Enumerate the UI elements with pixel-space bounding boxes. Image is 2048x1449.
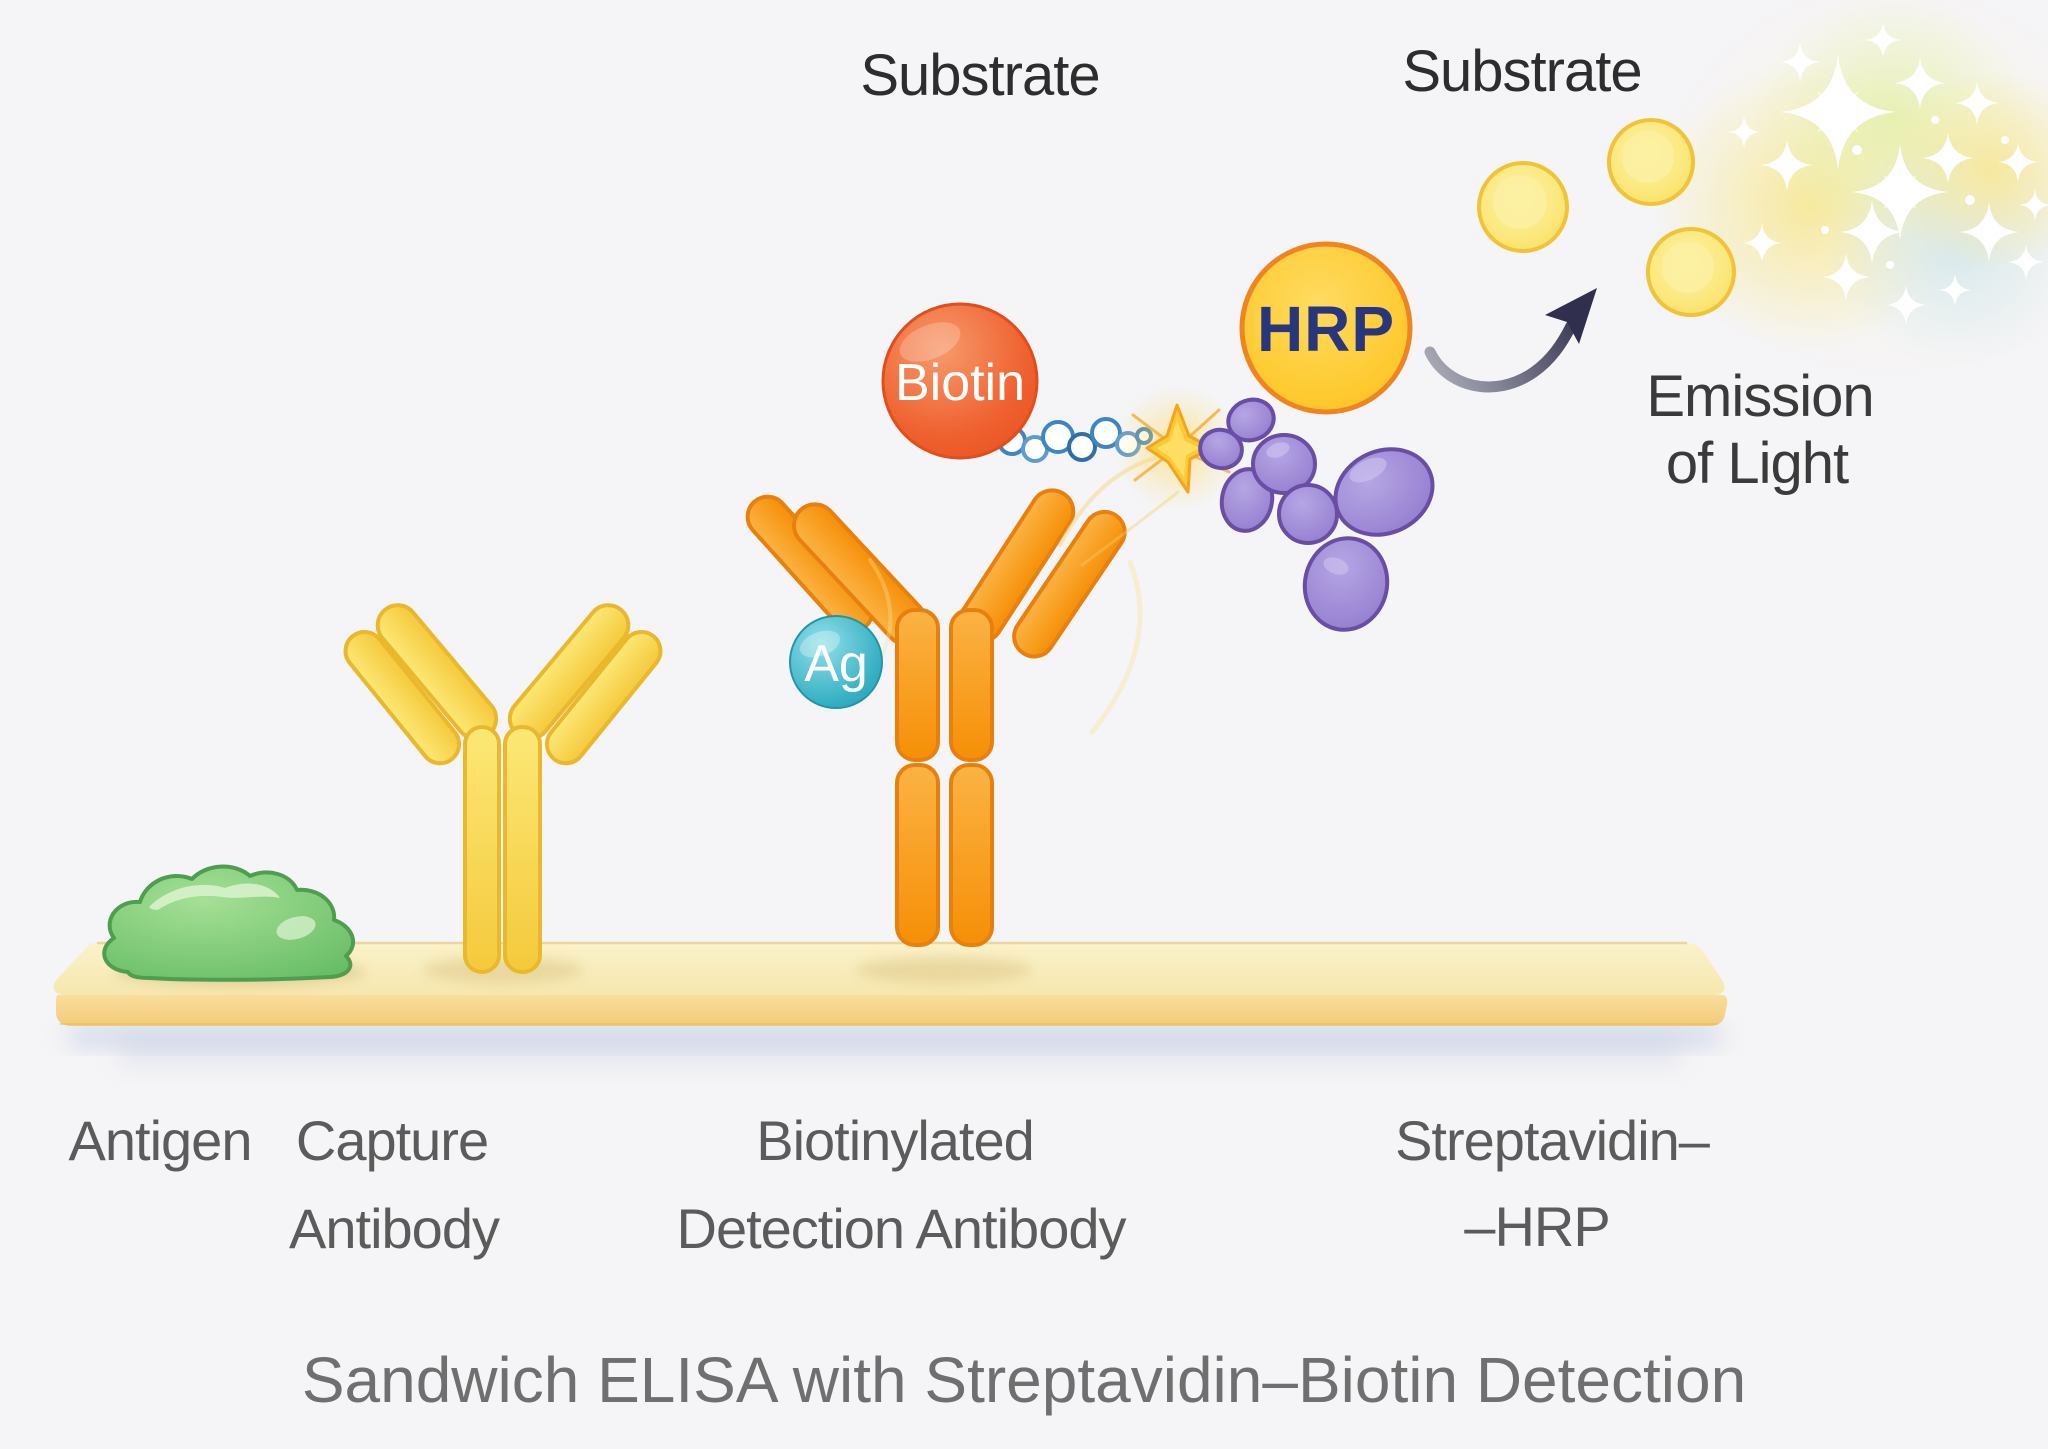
ag-circle: Ag — [789, 615, 883, 709]
sparkle-icons — [1728, 22, 2048, 325]
plate-shadow — [70, 1026, 1720, 1066]
emission-of-light-label: Emission of Light — [1646, 364, 1874, 496]
substrate-molecule — [1646, 227, 1736, 317]
svg-text:Biotinylated: Biotinylated — [756, 1109, 1034, 1172]
antigen-label: Antigen — [69, 1109, 252, 1172]
substrate-molecules — [1477, 118, 1736, 317]
antigen-blob — [102, 864, 365, 986]
biotin-circle: Biotin — [881, 302, 1039, 460]
substrate-molecule — [1477, 161, 1569, 253]
svg-text:Streptavidin–: Streptavidin– — [1395, 1109, 1711, 1172]
substrate-right-label: Substrate — [1402, 39, 1641, 104]
diagram-title: Sandwich ELISA with Streptavidin–Biotin … — [302, 1344, 1746, 1416]
light-glow — [1655, 0, 2048, 385]
svg-text:–HRP: –HRP — [1464, 1195, 1609, 1258]
reaction-star-icon — [1115, 386, 1239, 510]
detection-antibody — [745, 488, 1127, 983]
biotin-label: Biotin — [895, 354, 1025, 412]
reaction-arrow — [1424, 288, 1597, 393]
plate-front-face — [56, 995, 1728, 1026]
svg-text:Detection Antibody: Detection Antibody — [677, 1197, 1127, 1260]
svg-text:of Light: of Light — [1666, 431, 1849, 496]
detection-antibody-label: Biotinylated Detection Antibody — [677, 1109, 1128, 1260]
hrp-circle: HRP — [1239, 241, 1413, 415]
streptavidin-hrp-label: Streptavidin– –HRP — [1395, 1109, 1712, 1258]
ag-label: Ag — [804, 635, 868, 693]
streptavidin-molecule — [1198, 397, 1435, 632]
svg-text:Antibody: Antibody — [289, 1197, 500, 1260]
svg-text:Capture: Capture — [296, 1109, 488, 1172]
substrate-left-label: Substrate — [860, 43, 1099, 108]
substrate-molecule — [1607, 118, 1695, 206]
hrp-label: HRP — [1257, 293, 1395, 365]
capture-antibody — [343, 603, 663, 983]
capture-antibody-label: Capture Antibody — [289, 1109, 501, 1260]
svg-text:Emission: Emission — [1646, 364, 1873, 429]
